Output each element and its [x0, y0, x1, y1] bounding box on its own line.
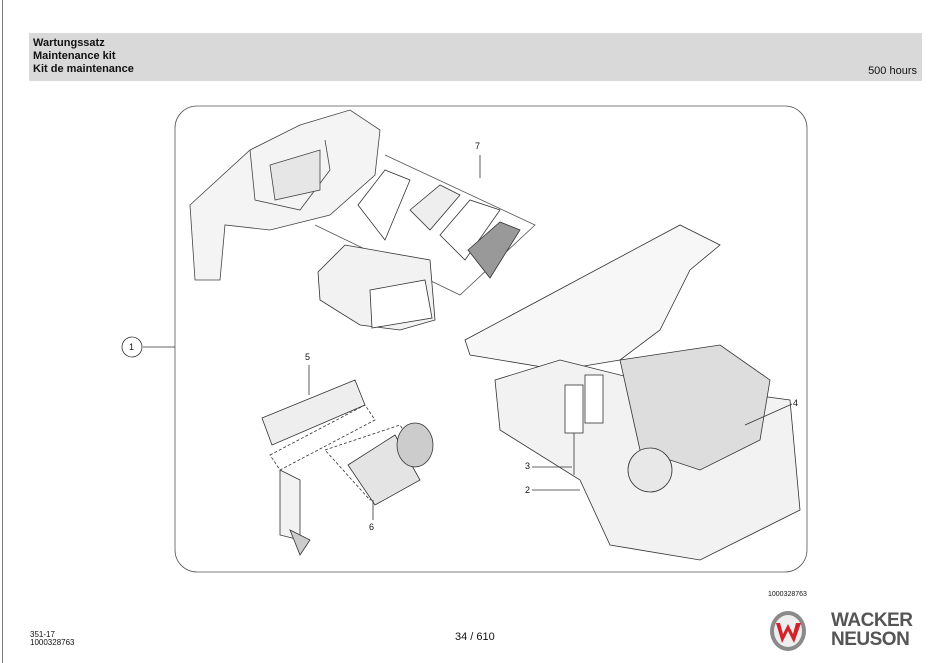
callout-1: 1: [129, 342, 135, 352]
callout-3: 3: [525, 461, 531, 471]
filter-element-part: [324, 422, 434, 506]
title-de: Wartungssatz: [33, 37, 105, 49]
callout-4: 4: [793, 398, 799, 408]
leader-4: [744, 403, 793, 426]
callout-circle-1: [121, 336, 143, 358]
title-en: Maintenance kit: [33, 50, 116, 62]
fuel-filter-part: [564, 374, 604, 475]
brand-name: WACKER NEUSON: [831, 610, 913, 650]
cabin-filter-kit-part: [314, 154, 536, 296]
callout-6: 6: [369, 522, 375, 532]
filter-housing-part: [317, 244, 436, 331]
callout-5: 5: [305, 352, 311, 362]
drawing-number: 1000328763: [768, 591, 807, 598]
page-edge-line: [2, 0, 3, 663]
title-fr: Kit de maintenance: [33, 63, 134, 75]
footer-doc-number: 1000328763: [30, 638, 75, 647]
air-filter-part: [261, 379, 376, 556]
footer-code: 351-17: [30, 630, 55, 639]
diagram-frame: [174, 105, 808, 573]
callout-2: 2: [525, 485, 531, 495]
brand-line-2: NEUSON: [831, 629, 910, 650]
brand-line-1: WACKER: [831, 610, 913, 631]
page-header: Wartungssatz Maintenance kit Kit de main…: [29, 33, 922, 81]
wacker-neuson-logo-icon: [770, 611, 806, 651]
machine-frame-part: [464, 224, 801, 561]
callout-7: 7: [475, 141, 481, 151]
service-interval: 500 hours: [868, 65, 917, 77]
cab-console-part: [189, 109, 381, 281]
page-number: 34 / 610: [455, 631, 495, 643]
